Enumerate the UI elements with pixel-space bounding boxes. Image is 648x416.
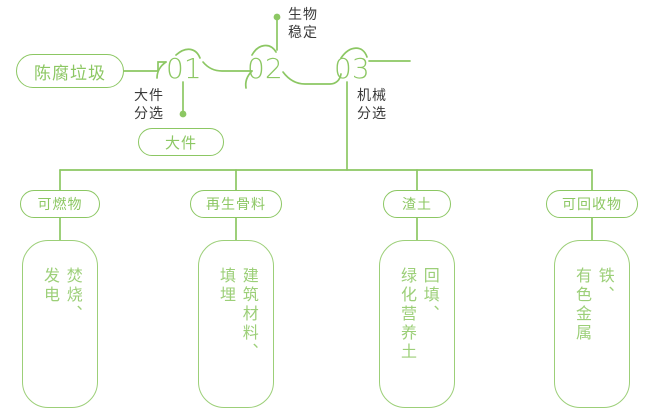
source-node-label: 陈腐垃圾 <box>34 63 106 83</box>
output-detail-box-3[interactable]: 回填、 绿化营养土 <box>379 240 455 408</box>
dot-biostable <box>273 13 281 21</box>
arc-01-top <box>175 48 201 59</box>
output-pill-3[interactable]: 渣土 <box>383 190 451 218</box>
output-detail-1-col-1: 焚烧、 <box>63 267 81 324</box>
stage-number-02[interactable]: 02 <box>247 52 283 85</box>
stage-01-side-label: 大件 分选 <box>134 87 164 121</box>
arc-02-lower <box>244 70 253 89</box>
arc-03-top <box>340 47 368 59</box>
output-detail-box-4[interactable]: 铁、 有色金属 <box>554 240 630 408</box>
stage-number-03[interactable]: 03 <box>334 52 370 85</box>
output-pill-3-label: 渣土 <box>402 196 432 212</box>
branch-node-bulky[interactable]: 大件 <box>138 128 224 156</box>
output-pill-4[interactable]: 可回收物 <box>546 190 638 218</box>
output-detail-3-col-1: 回填、 <box>420 267 438 324</box>
arc-01-lower <box>156 61 167 79</box>
output-detail-2-col-2: 填埋 <box>217 267 234 305</box>
output-pill-1-label: 可燃物 <box>37 196 83 212</box>
output-detail-box-1[interactable]: 焚烧、 发电 <box>22 240 98 408</box>
line-02-to-03 <box>282 71 342 85</box>
stage-02-top-label: 生物 稳定 <box>288 6 318 40</box>
stage-03-side-label: 机械 分选 <box>357 87 387 121</box>
arc-02-top <box>251 44 277 56</box>
output-detail-1-col-2: 发电 <box>41 267 58 305</box>
output-pill-2[interactable]: 再生骨料 <box>190 190 282 218</box>
output-pill-2-label: 再生骨料 <box>206 196 266 212</box>
stage-number-01[interactable]: 01 <box>166 52 202 85</box>
output-detail-box-2[interactable]: 建筑材料、 填埋 <box>198 240 274 408</box>
output-detail-4-col-1: 铁、 <box>595 267 613 305</box>
line-01-to-02 <box>202 61 253 72</box>
line-source-to-01 <box>123 61 167 72</box>
output-pill-1[interactable]: 可燃物 <box>20 190 100 218</box>
output-detail-3-col-2: 绿化营养土 <box>398 267 415 362</box>
branch-node-label: 大件 <box>164 134 197 152</box>
source-node[interactable]: 陈腐垃圾 <box>16 54 124 88</box>
output-detail-2-col-1: 建筑材料、 <box>239 267 257 362</box>
output-pill-4-label: 可回收物 <box>562 196 622 212</box>
output-detail-4-col-2: 有色金属 <box>573 267 590 343</box>
dot-daijian <box>179 110 187 118</box>
